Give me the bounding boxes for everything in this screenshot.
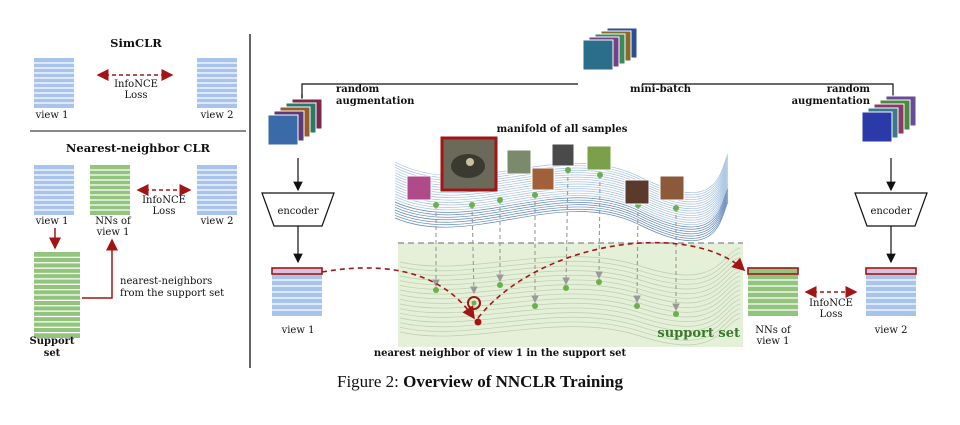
support-point (596, 279, 602, 285)
support-point (532, 303, 538, 309)
manifold-point (565, 167, 571, 173)
projection-line (562, 169, 570, 286)
encoder-left-label: encoder (277, 206, 318, 217)
manifold-point (673, 205, 679, 211)
nearest-neighbor-caption: nearest neighbor of view 1 in the suppor… (374, 348, 627, 359)
random-aug-right: random (827, 84, 871, 95)
main-loss-label-2: Loss (820, 309, 843, 320)
simclr-view2-label: view 2 (200, 110, 234, 121)
projection-line (633, 204, 641, 304)
support-set-label-main: support set (657, 326, 740, 341)
nn-from-support-label-2: from the support set (120, 288, 224, 299)
augmented-images-right (861, 95, 917, 143)
sample-thumbnail (624, 179, 650, 205)
nnclr-view1-label: view 1 (35, 216, 69, 227)
encoder-left (261, 192, 335, 227)
sample-thumbnail (531, 167, 555, 191)
support-to-nns-arrow (82, 238, 118, 299)
caption-title: Overview of NNCLR Training (403, 372, 623, 391)
projection-line (470, 204, 478, 295)
mini-batch-label: mini-batch (630, 84, 692, 95)
figure-caption: Figure 2: Overview of NNCLR Training (0, 372, 960, 392)
manifold-label: manifold of all samples (497, 124, 628, 135)
nearest-neighbor-image (440, 136, 498, 192)
augmented-images-left (267, 98, 323, 146)
support-point (673, 311, 679, 317)
simclr-title: SimCLR (110, 36, 162, 50)
query-to-nn-arrow (321, 267, 475, 320)
manifold-point (433, 202, 439, 208)
simclr-loss-label: InfoNCE (114, 79, 158, 90)
encoder-right-label: encoder (870, 206, 911, 217)
manifold-point (532, 192, 538, 198)
nnclr-loss-label: InfoNCE (142, 195, 186, 206)
nns-label-2: view 1 (96, 227, 130, 238)
support-point (497, 282, 503, 288)
nns-view1-label-2: view 1 (756, 336, 790, 347)
mini-batch-images (582, 27, 638, 71)
projection-line (595, 174, 603, 280)
simclr-view1-label: view 1 (35, 110, 69, 121)
support-set-stack (34, 252, 80, 338)
view1-label: view 1 (281, 325, 315, 336)
sample-thumbnail (406, 175, 432, 201)
support-point (563, 285, 569, 291)
nn-from-support-label: nearest-neighbors (120, 276, 212, 287)
nnclr-view2-label: view 2 (200, 216, 234, 227)
sample-thumbnail (659, 175, 685, 201)
encoder-right (854, 192, 928, 227)
nnclr-view2-stack (197, 165, 237, 215)
simclr-view1-stack (34, 58, 74, 108)
sample-thumbnail (506, 149, 532, 175)
support-set-label: Support (29, 336, 74, 347)
simclr-loss-label-2: Loss (125, 90, 148, 101)
manifold-point (597, 172, 603, 178)
sample-thumbnail (551, 143, 575, 167)
nearest-neighbor-point (474, 318, 482, 326)
support-point (433, 287, 439, 293)
nnclr-loss-label-2: Loss (153, 206, 176, 217)
view1-embedding (271, 267, 323, 316)
random-aug-left-2: augmentation (336, 96, 415, 107)
nns-embedding (747, 267, 799, 316)
nearest-neighbor-highlight (467, 296, 481, 310)
caption-prefix: Figure 2: (337, 372, 404, 391)
random-aug-right-2: augmentation (792, 96, 871, 107)
manifold-point (469, 202, 475, 208)
view2-embedding (865, 267, 917, 316)
nns-label: NNs of (95, 216, 132, 227)
support-set-region (398, 243, 743, 347)
nn-to-positive-arrow (477, 241, 746, 319)
support-set-label-2: set (44, 348, 61, 359)
sample-thumbnail (586, 145, 612, 171)
nnclr-title: Nearest-neighbor CLR (66, 141, 211, 155)
nns-view1-label: NNs of (755, 325, 792, 336)
main-loss-label: InfoNCE (809, 298, 853, 309)
simclr-view2-stack (197, 58, 237, 108)
random-aug-left: random (336, 84, 380, 95)
nnclr-nns-stack (90, 165, 130, 215)
support-point (634, 303, 640, 309)
manifold-point (497, 197, 503, 203)
nnclr-view1-stack (34, 165, 74, 215)
view2-label: view 2 (874, 325, 908, 336)
